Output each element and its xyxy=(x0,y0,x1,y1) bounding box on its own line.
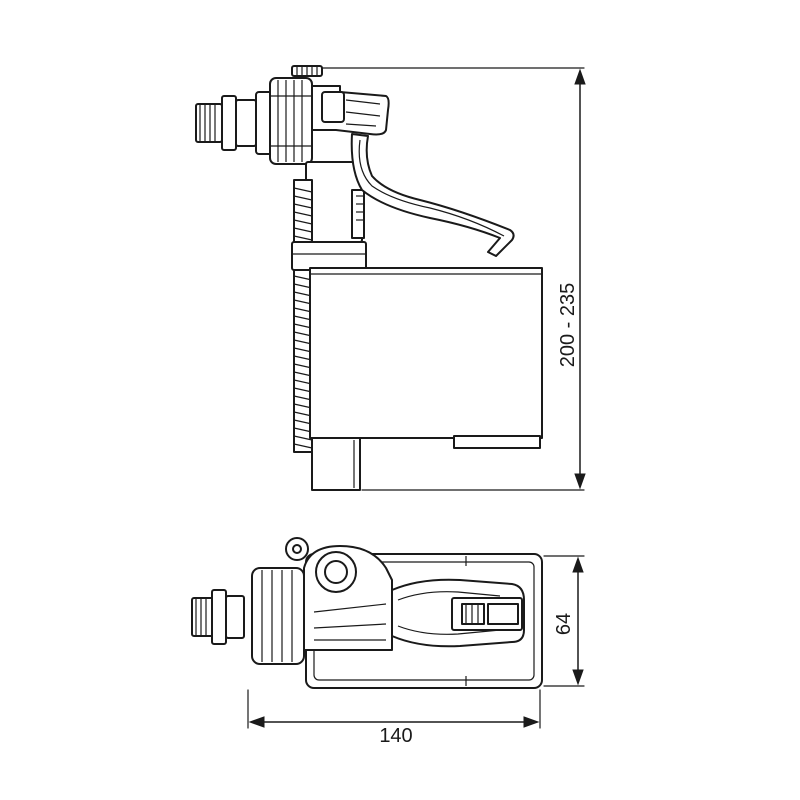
depth-arrow-top xyxy=(572,556,584,573)
height-arrow-bottom xyxy=(574,473,586,490)
width-dimension-label: 140 xyxy=(379,725,412,747)
width-dimension: 140 xyxy=(247,689,541,747)
side-view xyxy=(195,65,543,491)
side-valve-head xyxy=(311,85,390,136)
depth-arrow-bottom xyxy=(572,669,584,686)
height-arrow-top xyxy=(574,68,586,85)
top-ribbed-nut xyxy=(251,567,305,665)
side-riser-body xyxy=(305,161,365,243)
side-bottom-stem xyxy=(311,437,361,491)
side-outlet-spout xyxy=(350,133,515,257)
width-arrow-left xyxy=(248,716,265,728)
side-inlet-connector xyxy=(195,91,273,155)
width-arrow-right xyxy=(523,716,540,728)
top-adjust-knob xyxy=(285,537,309,561)
depth-dimension-label: 64 xyxy=(553,613,575,635)
side-float-collar xyxy=(291,241,367,271)
height-dimension: 200 - 235 xyxy=(321,67,586,491)
top-valve-body xyxy=(303,545,393,651)
side-float-chamber xyxy=(309,267,543,449)
side-ribbed-nut xyxy=(269,77,313,165)
depth-dimension: 64 xyxy=(543,555,585,687)
height-dimension-label: 200 - 235 xyxy=(557,283,579,368)
top-float-latch xyxy=(451,597,523,631)
side-adjust-knob xyxy=(291,65,323,77)
top-view xyxy=(191,537,543,689)
top-inlet-connector xyxy=(191,589,245,645)
